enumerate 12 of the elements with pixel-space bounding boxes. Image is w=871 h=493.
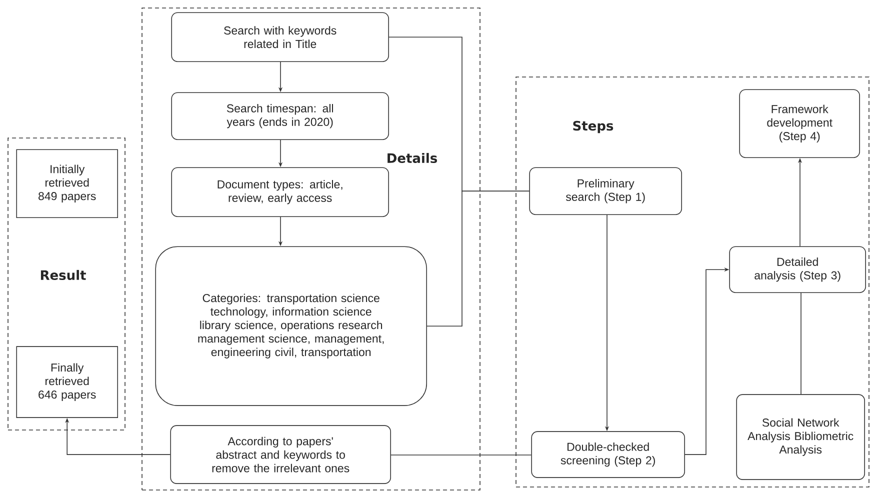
process-box: Finally retrieved 646 papers: [16, 346, 118, 418]
process-box: Categories: transportation science technology, information science library science, operations research management science, management, engineering civil, transportation: [155, 246, 427, 406]
process-box: Double-checked screening (Step 2): [531, 431, 685, 478]
process-box: Search timespan: all years (ends in 2020): [171, 92, 389, 140]
process-box: Preliminary search (Step 1): [529, 167, 682, 215]
process-box: Social Network Analysis Bibliometric Analysis: [736, 394, 865, 480]
process-box: Initially retrieved 849 papers: [16, 149, 118, 218]
process-box: According to papers' abstract and keywords to remove the irrelevant ones: [170, 425, 391, 484]
process-box: Framework development (Step 4): [739, 89, 860, 158]
process-box: Detailed analysis (Step 3): [729, 246, 866, 293]
process-box: Document types: article, review, early access: [171, 167, 389, 217]
process-box: Search with keywords related in Title: [171, 12, 389, 62]
